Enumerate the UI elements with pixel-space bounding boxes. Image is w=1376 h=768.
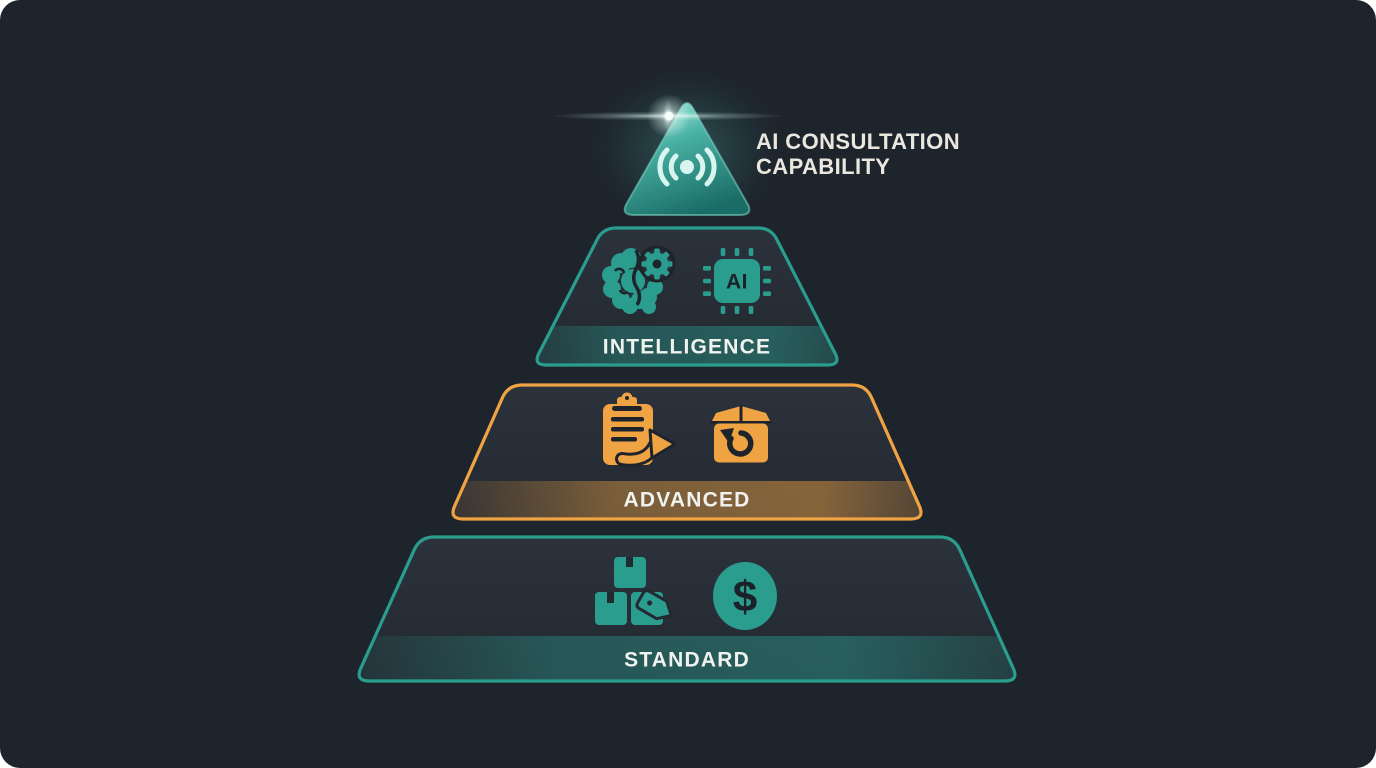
tier-intelligence-label: INTELLIGENCE bbox=[603, 336, 771, 359]
tier-advanced: ADVANCED bbox=[451, 383, 923, 521]
clipboard-forward-icon bbox=[603, 392, 677, 467]
gear-separator bbox=[638, 245, 676, 283]
chip-ai-text: AI bbox=[726, 271, 748, 294]
brain-gear-icon bbox=[602, 245, 676, 314]
rotate-ccw-arrow bbox=[727, 430, 754, 457]
apex-section: AI CONSULTATION CAPABILITY bbox=[550, 70, 960, 246]
signal-arc-outer-right bbox=[704, 147, 717, 187]
dollar-sign: $ bbox=[733, 573, 757, 622]
tier-standard-band bbox=[359, 636, 1015, 681]
tier-intelligence-band bbox=[537, 326, 837, 365]
diagram-title-line1: AI CONSULTATION bbox=[756, 129, 960, 154]
dollar-coin-icon: $ bbox=[713, 562, 777, 630]
signal-arc-outer-left bbox=[657, 147, 670, 187]
tier-standard-border bbox=[357, 535, 1017, 683]
tier-advanced-band bbox=[453, 481, 921, 519]
price-tag bbox=[635, 589, 673, 621]
chip-body bbox=[714, 259, 760, 303]
diagram-title-line2: CAPABILITY bbox=[756, 154, 890, 179]
signal-arc-inner-right bbox=[695, 153, 706, 181]
gear bbox=[641, 248, 673, 280]
arrow-head bbox=[648, 428, 677, 460]
tier-intelligence-border bbox=[535, 226, 839, 367]
brain-midline bbox=[632, 249, 642, 306]
ai-chip-icon: AI bbox=[703, 248, 771, 314]
stacked-boxes-price-tag-icon bbox=[595, 557, 673, 625]
tier-intelligence: AI INTELLIGENCE bbox=[535, 226, 839, 367]
signal-arc-inner-left bbox=[668, 153, 679, 181]
lens-flare bbox=[550, 94, 786, 138]
box-flap-split bbox=[739, 405, 743, 421]
apex-triangle bbox=[623, 102, 751, 216]
return-box-icon bbox=[710, 405, 772, 463]
broadcast-signal-icon bbox=[657, 147, 717, 187]
rotate-ccw-arrow-head bbox=[720, 428, 734, 443]
tier-standard: $ STANDARD bbox=[357, 535, 1017, 683]
tier-advanced-border bbox=[451, 383, 923, 521]
tier-standard-label: STANDARD bbox=[624, 649, 750, 672]
tier-advanced-label: ADVANCED bbox=[623, 489, 750, 512]
signal-dot bbox=[680, 160, 694, 174]
